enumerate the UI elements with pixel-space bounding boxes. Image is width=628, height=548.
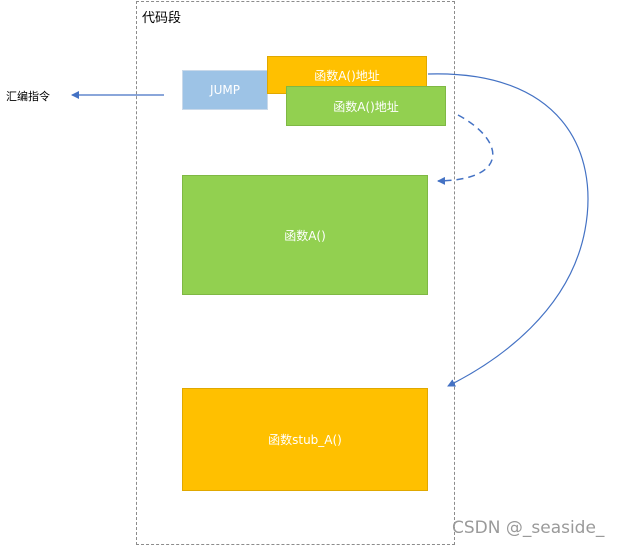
function-a-box: 函数A() bbox=[182, 175, 428, 295]
orange-address-to-stub-arrow bbox=[427, 73, 589, 387]
function-a-address-green-box: 函数A()地址 bbox=[286, 86, 446, 126]
csdn-watermark: CSDN @_seaside_ bbox=[452, 518, 605, 538]
jump-box: JUMP bbox=[182, 70, 268, 110]
assembly-instruction-label: 汇编指令 bbox=[6, 90, 50, 103]
function-stub-a-box: 函数stub_A() bbox=[182, 388, 428, 491]
green-address-to-function-a-arrow bbox=[437, 114, 494, 185]
code-segment-title: 代码段 bbox=[142, 11, 182, 26]
code-segment-frame bbox=[136, 1, 455, 545]
